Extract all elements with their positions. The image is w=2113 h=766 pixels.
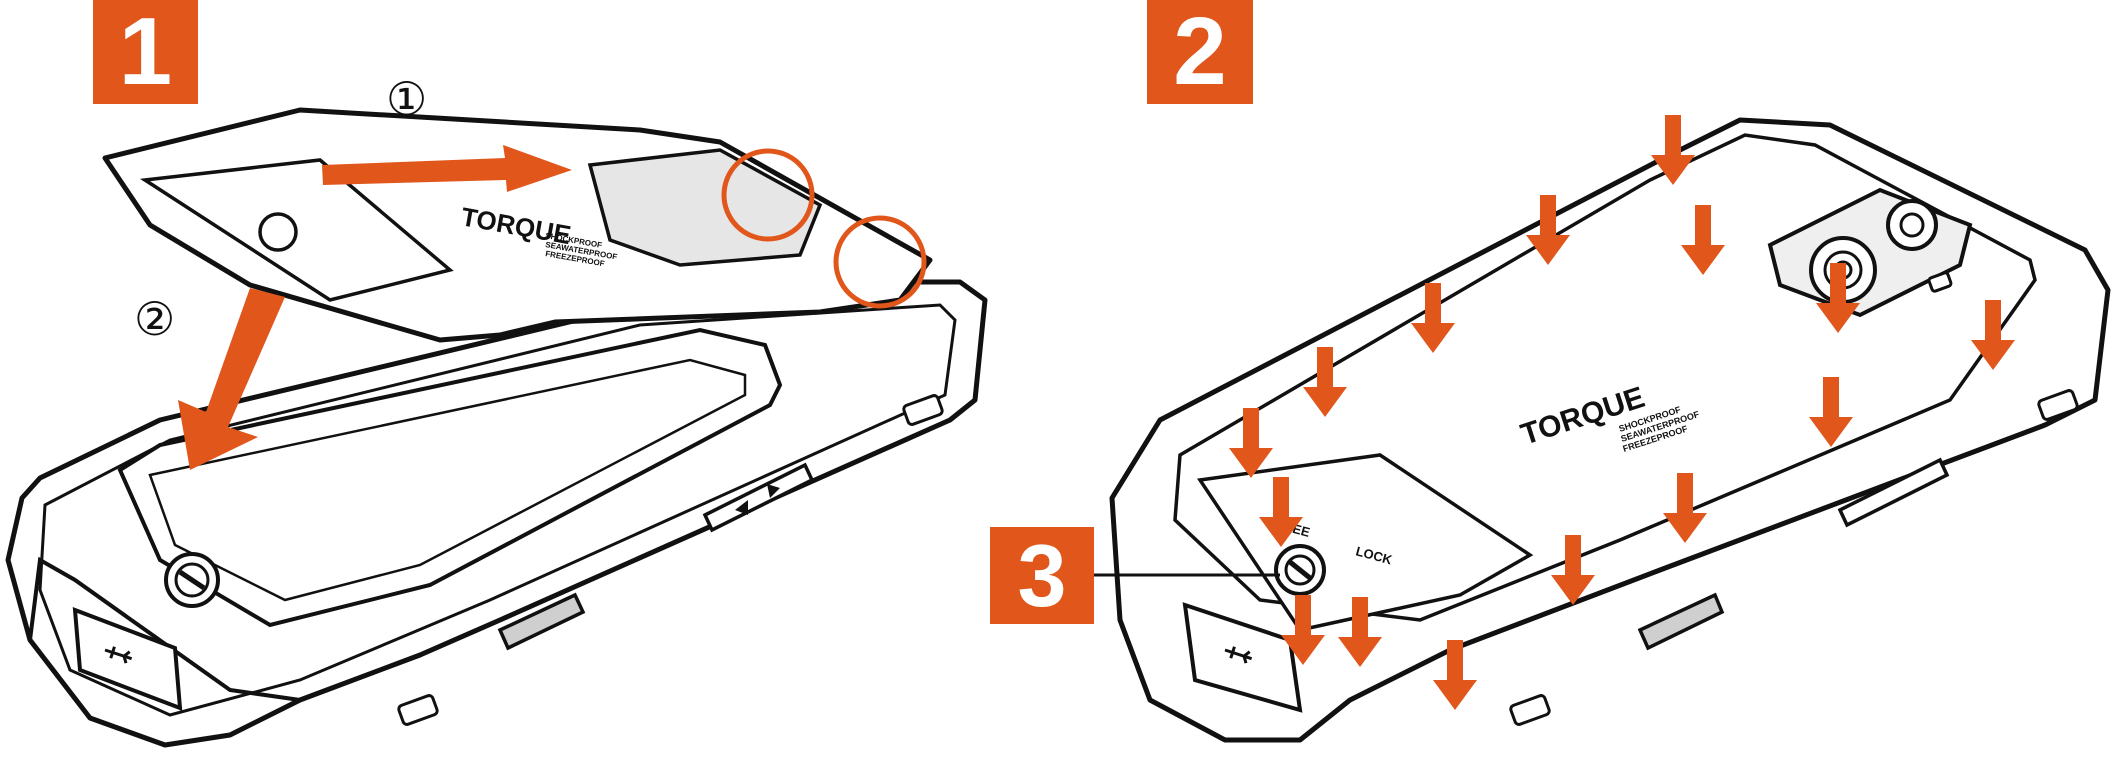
panel-1-open-phone: TORQUE SHOCKPROOF SEAWATERPROOF FREEZEPR…: [5, 107, 988, 748]
press-arrow: [1651, 115, 1695, 185]
usb-icon: [1224, 646, 1253, 664]
speaker-grill-left: [497, 592, 586, 651]
press-arrow: [1816, 263, 1860, 333]
phone-bottom-edge-left: [28, 556, 301, 702]
panel-2-closed-phone: TORQUE SHOCKPROOF SEAWATERPROOF FREEZEPR…: [1094, 115, 2111, 743]
usb-icon: [104, 646, 133, 664]
arrow-right-icon: [767, 484, 780, 498]
press-arrow-down: [178, 288, 285, 470]
press-arrow: [1663, 473, 1707, 543]
press-arrow: [1303, 347, 1347, 417]
press-arrow: [1229, 408, 1273, 478]
usb-port-cover-right: [1182, 602, 1303, 713]
press-arrow: [1809, 377, 1853, 447]
flash-icon: [1927, 271, 1953, 293]
volume-button-left: [702, 462, 815, 533]
camera-lens-secondary-icon: [1886, 199, 1938, 251]
press-arrow: [1681, 205, 1725, 275]
screw-lock-icon: [164, 552, 220, 608]
side-button-right-b: [2037, 389, 2079, 421]
side-button-left-a: [397, 694, 439, 726]
latch-highlight-1: [721, 148, 815, 242]
arrow-left-icon: [735, 500, 748, 515]
press-arrow: [1281, 595, 1325, 665]
press-arrow: [1551, 535, 1595, 605]
press-arrow: [1338, 597, 1382, 667]
volume-button-right: [1837, 457, 1950, 528]
latch-highlight-2: [833, 215, 927, 309]
side-button-left-b: [902, 394, 944, 426]
step-3-badge: 3: [990, 527, 1094, 624]
press-arrow: [1433, 640, 1477, 710]
phone-inner-frame-left: [38, 303, 957, 717]
speaker-grill-right: [1637, 592, 1725, 651]
callout-2: ②: [134, 292, 176, 346]
slide-arrow-right: [322, 145, 572, 192]
press-arrow: [1526, 195, 1570, 265]
press-arrow: [1411, 283, 1455, 353]
callout-1: ①: [386, 72, 428, 126]
screw-lock-icon-right: [1274, 544, 1326, 596]
step-1-badge: 1: [93, 0, 198, 104]
usb-port-cover-left: [72, 607, 183, 711]
press-arrow: [1971, 300, 2015, 370]
side-button-right-a: [1509, 694, 1551, 726]
press-arrows: [1229, 115, 2015, 710]
cover-screw-hole: [258, 212, 298, 252]
step-2-badge: 2: [1147, 0, 1253, 104]
press-arrow: [1259, 477, 1303, 547]
